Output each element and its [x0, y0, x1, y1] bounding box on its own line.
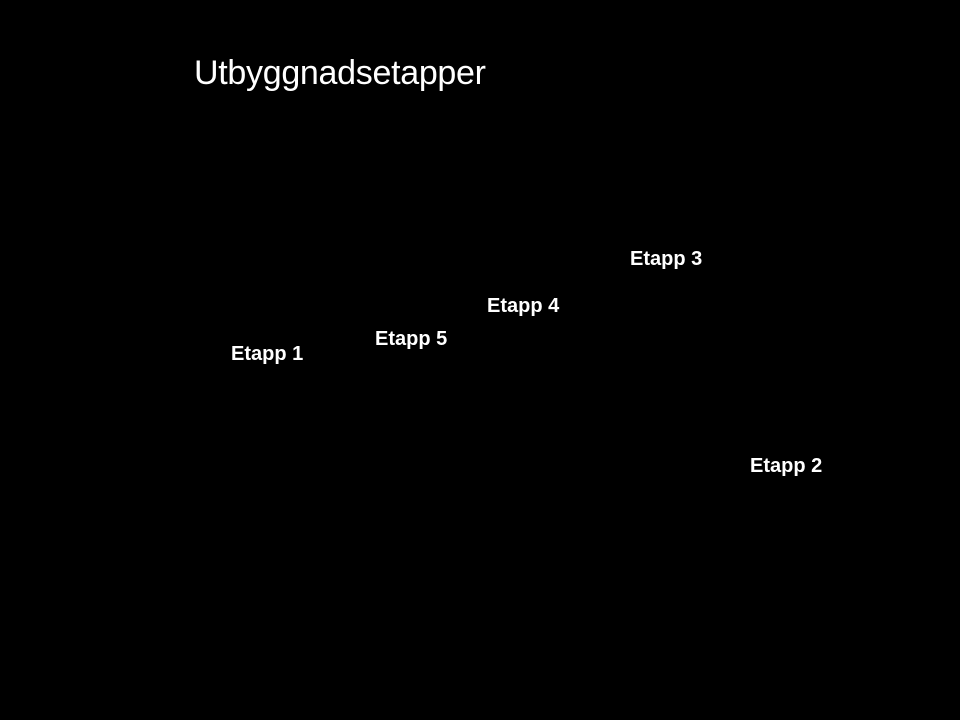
stage-label-etapp-4: Etapp 4: [487, 295, 560, 317]
stage-label-etapp-1: Etapp 1: [231, 343, 304, 365]
stage-label-etapp-5: Etapp 5: [375, 328, 448, 350]
stage-label-etapp-3: Etapp 3: [630, 248, 703, 270]
slide-title: Utbyggnadsetapper: [194, 54, 486, 92]
stage-label-etapp-2: Etapp 2: [750, 455, 823, 477]
